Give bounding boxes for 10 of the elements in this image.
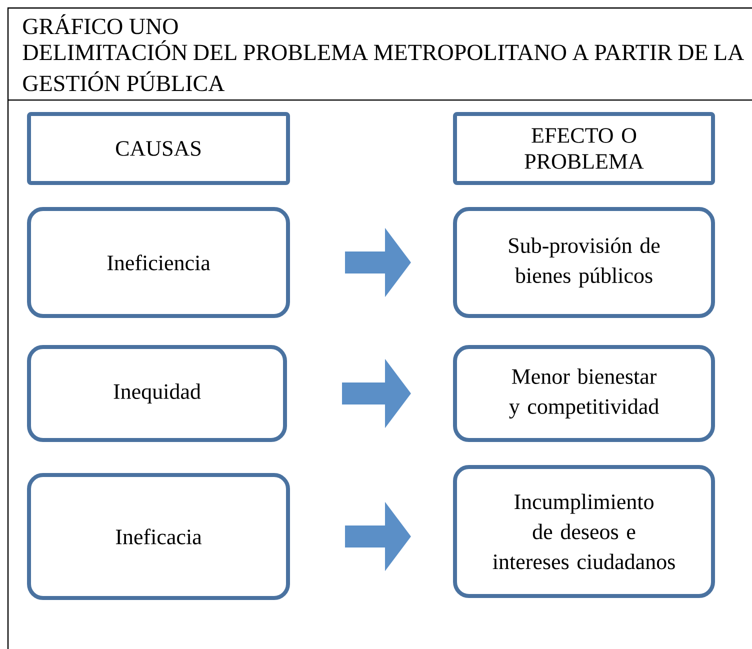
rounded-box: Menor bienestar y competitividad <box>453 345 715 442</box>
column-header: EFECTO O PROBLEMA <box>453 112 715 185</box>
figure-number: GRÁFICO UNO <box>23 14 178 34</box>
rounded-box: Ineficacia <box>27 473 290 600</box>
rounded-box: Incumplimiento de deseos e intereses ciudadanos <box>453 465 715 598</box>
rounded-box: Ineficiencia <box>27 207 290 318</box>
column-header: CAUSAS <box>27 112 290 185</box>
title: DELIMITACIÓN DEL PROBLEMA METROPOLITANO A PARTIR DE LA GESTIÓN PÚBLICA <box>22 40 744 92</box>
rounded-box: Inequidad <box>27 345 287 442</box>
rounded-box: Sub-provisión de bienes públicos <box>453 207 715 318</box>
